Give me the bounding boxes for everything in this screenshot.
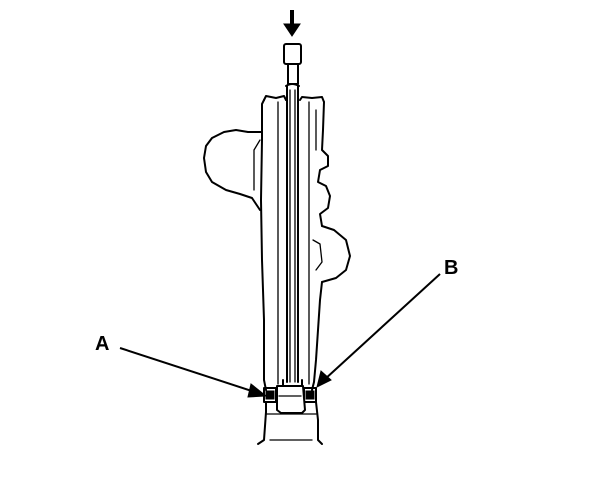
seal-assembly <box>263 385 317 414</box>
installer-tool <box>282 43 303 387</box>
label-b: B <box>444 257 458 279</box>
label-a: A <box>95 333 109 355</box>
housing-body <box>203 95 351 391</box>
down-arrow-icon <box>283 10 301 37</box>
callout-a <box>119 347 268 398</box>
housing-lower <box>257 401 323 445</box>
callout-b <box>316 273 441 388</box>
